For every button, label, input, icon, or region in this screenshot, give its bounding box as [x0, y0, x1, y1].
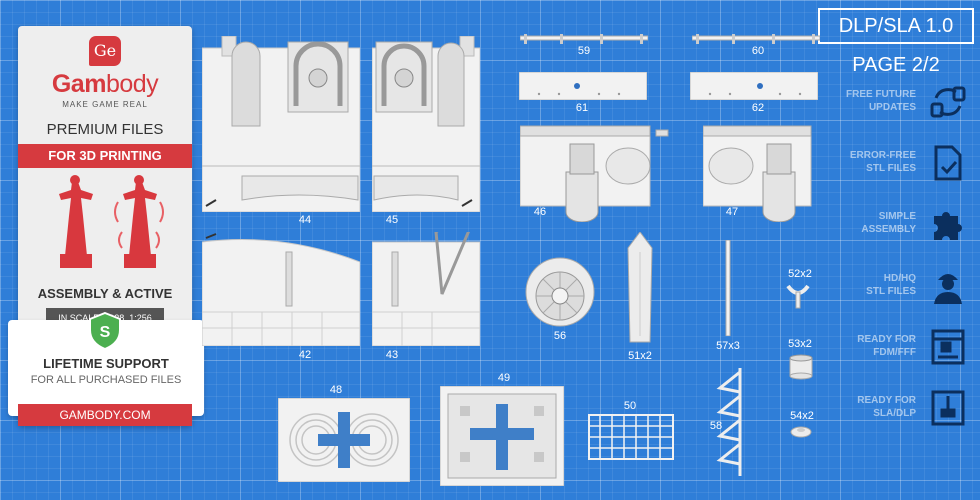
part-43-label: 43 — [385, 349, 399, 361]
worker-icon — [934, 274, 962, 304]
part-56-image — [524, 256, 596, 328]
part-47-label: 47 — [725, 206, 739, 218]
part-50-image — [588, 414, 674, 460]
feature-sla: READY FOR SLA/DLP — [800, 388, 976, 438]
feature-line1: ERROR-FREE — [849, 150, 916, 161]
lifetime-support-label: LIFETIME SUPPORT — [43, 356, 169, 371]
part-48-label: 48 — [329, 384, 343, 396]
part-46-image — [520, 122, 670, 222]
brand-name-part1: Gam — [51, 70, 107, 98]
part-54-image — [790, 424, 812, 438]
part-46-label: 46 — [533, 206, 547, 218]
part-47-image — [703, 122, 813, 222]
shield-letter: S — [100, 324, 111, 341]
feature-line1: FREE FUTURE — [846, 89, 916, 100]
part-45-label: 45 — [385, 214, 399, 226]
premium-files-heading: PREMIUM FILES — [46, 121, 164, 138]
part-61-image — [519, 72, 647, 100]
brand-tagline: MAKE GAME REAL — [62, 100, 148, 109]
feature-line2: ASSEMBLY — [861, 224, 916, 235]
part-60-image — [692, 34, 820, 44]
part-49-image — [440, 386, 564, 486]
gambody-site-link[interactable]: GAMBODY.COM — [18, 404, 192, 426]
part-45-image — [372, 36, 480, 212]
refresh-icon — [930, 86, 966, 118]
feature-line1: SIMPLE — [878, 211, 916, 222]
part-54-label: 54x2 — [790, 410, 814, 422]
for-3d-printing-banner: FOR 3D PRINTING — [18, 144, 192, 168]
feature-line2: STL FILES — [866, 163, 916, 174]
part-62-label: 62 — [751, 102, 765, 114]
red-figures-image — [59, 175, 164, 268]
feature-line2: STL FILES — [866, 286, 916, 297]
part-43-image — [372, 232, 480, 346]
gambody-logo-icon: Ge — [89, 36, 121, 66]
part-53-image — [788, 354, 814, 380]
part-62-image — [690, 72, 818, 100]
brand-name-part2: body — [105, 70, 159, 98]
fdm-printer-icon — [931, 329, 965, 365]
support-box: S LIFETIME SUPPORT FOR ALL PURCHASED FIL… — [8, 312, 204, 416]
part-50-label: 50 — [623, 400, 637, 412]
part-44-label: 44 — [298, 214, 312, 226]
part-57-label: 57x3 — [716, 340, 740, 352]
feature-hd-stl: HD/HQ STL FILES — [800, 266, 976, 316]
feature-error-free: ERROR-FREE STL FILES — [800, 143, 976, 193]
part-52-label: 52x2 — [788, 268, 812, 280]
part-42-label: 42 — [298, 349, 312, 361]
feature-fdm: READY FOR FDM/FFF — [800, 327, 976, 377]
shield-icon: S — [89, 312, 121, 350]
feature-line2: FDM/FFF — [873, 347, 916, 358]
file-check-icon — [934, 145, 962, 181]
part-61-label: 61 — [575, 102, 589, 114]
feature-free-updates: FREE FUTURE UPDATES — [800, 82, 976, 132]
puzzle-icon — [934, 212, 962, 240]
sla-printer-icon — [931, 390, 965, 426]
feature-line1: READY FOR — [857, 395, 916, 406]
part-53-label: 53x2 — [788, 338, 812, 350]
page-indicator: PAGE 2/2 — [852, 54, 940, 76]
feature-line1: HD/HQ — [883, 273, 916, 284]
part-59-image — [520, 34, 648, 44]
part-59-label: 59 — [577, 45, 591, 57]
part-42-image — [202, 232, 360, 346]
feature-simple-assembly: SIMPLE ASSEMBLY — [800, 204, 976, 254]
part-57-image — [724, 240, 732, 336]
feature-line2: SLA/DLP — [873, 408, 916, 419]
part-44-image — [202, 36, 360, 212]
part-58-image — [716, 368, 746, 476]
version-badge: DLP/SLA 1.0 — [818, 8, 974, 44]
part-58-label: 58 — [709, 420, 723, 432]
part-51-label: 51x2 — [628, 350, 652, 362]
part-52-image — [786, 284, 810, 310]
feature-line2: UPDATES — [868, 102, 916, 113]
part-56-label: 56 — [553, 330, 567, 342]
assembly-active-label: ASSEMBLY & ACTIVE — [37, 286, 173, 301]
all-purchased-files-label: FOR ALL PURCHASED FILES — [30, 374, 182, 386]
feature-line1: READY FOR — [857, 334, 916, 345]
part-48-image — [278, 398, 410, 482]
brand-name: Gambody — [18, 70, 192, 99]
part-60-label: 60 — [751, 45, 765, 57]
part-49-label: 49 — [497, 372, 511, 384]
part-51-image — [626, 232, 654, 344]
